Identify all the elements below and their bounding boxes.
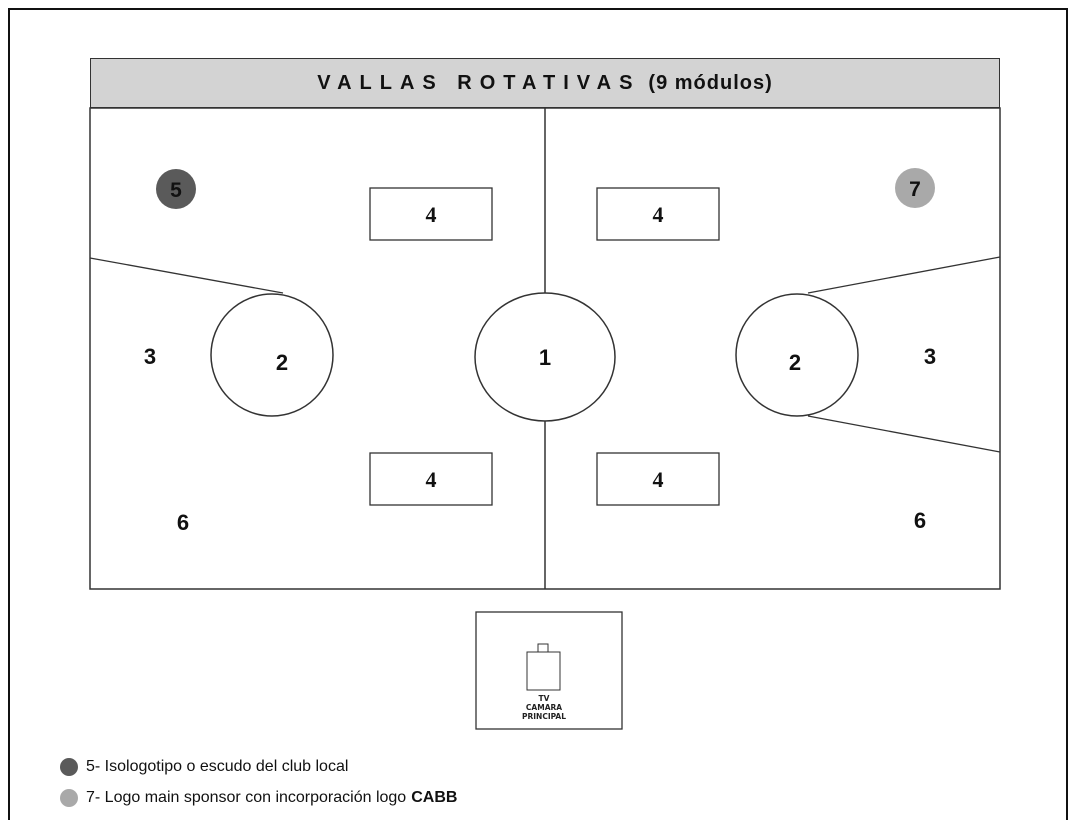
- right-key-circle: [735, 293, 859, 417]
- box-top-left-label: 4: [426, 202, 437, 227]
- dot-home-club-label: 5: [170, 179, 182, 202]
- box-bottom-left: [369, 452, 493, 506]
- left-zone-6-label: 6: [177, 510, 189, 535]
- frame-top-border: [8, 8, 1068, 10]
- dot-home-club: [156, 169, 196, 209]
- left-key-circle-label: 2: [276, 350, 288, 375]
- legend-text-home: 5- Isologotipo o escudo del club local: [86, 758, 349, 775]
- box-bottom-right-label: 4: [653, 467, 664, 492]
- box-bottom-right: [596, 452, 720, 506]
- camera-label-tv: TV: [539, 694, 550, 703]
- banner-title: VALLAS ROTATIVAS (9 módulos): [90, 58, 1000, 108]
- left-key-line: [89, 257, 284, 294]
- legend-dot-sponsor-icon: [60, 789, 78, 807]
- box-top-right-label: 4: [653, 202, 664, 227]
- box-top-right: [596, 187, 720, 241]
- legend-dot-home-icon: [60, 758, 78, 776]
- right-key-circle-label: 2: [789, 350, 801, 375]
- banner-title-modules: (9 módulos): [648, 71, 773, 94]
- legend-text-cabb: CABB: [411, 789, 458, 806]
- camera-label-camara: CAMARA: [526, 703, 562, 712]
- left-zone-3-label: 3: [144, 344, 156, 369]
- dot-main-sponsor-label: 7: [909, 178, 921, 201]
- box-bottom-left-label: 4: [426, 467, 437, 492]
- camera-icon: [526, 643, 561, 691]
- right-zone-3-label: 3: [924, 344, 936, 369]
- right-key-line-top: [807, 256, 1001, 294]
- frame-left-border: [8, 8, 10, 820]
- right-zone-6-label: 6: [914, 508, 926, 533]
- banner-title-main: VALLAS ROTATIVAS: [317, 71, 641, 94]
- box-top-left: [369, 187, 493, 241]
- center-circle: [474, 292, 616, 422]
- legend-text-sponsor: 7- Logo main sponsor con incorporación l…: [86, 789, 407, 806]
- camera-label-principal: PRINCIPAL: [522, 712, 566, 721]
- legend-item-sponsor: 7- Logo main sponsor con incorporación l…: [60, 789, 457, 807]
- legend-item-home: 5- Isologotipo o escudo del club local: [60, 758, 348, 776]
- left-key-circle: [210, 293, 334, 417]
- dot-main-sponsor: [895, 168, 935, 208]
- right-key-line-bottom: [807, 415, 1001, 453]
- frame-right-border: [1066, 8, 1068, 820]
- center-circle-label: 1: [539, 345, 551, 370]
